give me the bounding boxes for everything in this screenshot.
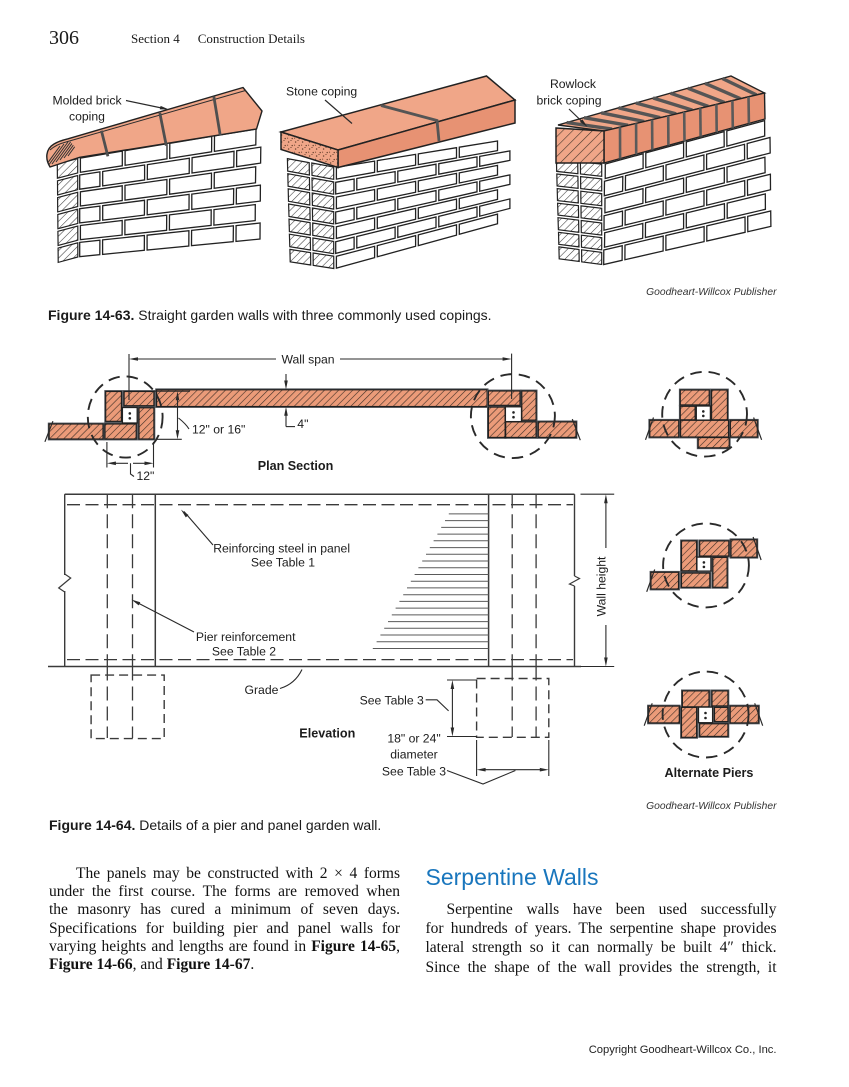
svg-text:Rowlock: Rowlock <box>550 77 597 91</box>
svg-text:See Table 3: See Table 3 <box>382 764 446 778</box>
svg-text:See Table 2: See Table 2 <box>212 645 276 659</box>
svg-text:Grade: Grade <box>245 683 279 697</box>
svg-text:Plan Section: Plan Section <box>258 459 334 473</box>
svg-text:Wall span: Wall span <box>281 353 334 367</box>
svg-text:coping: coping <box>69 110 105 124</box>
svg-text:12": 12" <box>137 469 155 483</box>
svg-text:12" or 16": 12" or 16" <box>192 423 245 437</box>
svg-text:4": 4" <box>297 417 308 431</box>
svg-text:Wall height: Wall height <box>595 556 609 616</box>
svg-text:diameter: diameter <box>390 748 437 762</box>
svg-text:Alternate Piers: Alternate Piers <box>665 766 754 780</box>
svg-text:See Table 1: See Table 1 <box>251 556 315 570</box>
svg-text:brick coping: brick coping <box>536 94 601 108</box>
svg-text:Molded brick: Molded brick <box>52 94 122 108</box>
svg-text:Pier reinforcement: Pier reinforcement <box>196 630 296 644</box>
svg-text:18" or 24": 18" or 24" <box>387 732 440 746</box>
svg-text:Reinforcing steel in panel: Reinforcing steel in panel <box>213 542 350 556</box>
svg-text:See Table 3: See Table 3 <box>360 694 424 708</box>
svg-text:Stone coping: Stone coping <box>286 85 357 99</box>
svg-text:Elevation: Elevation <box>299 727 355 741</box>
